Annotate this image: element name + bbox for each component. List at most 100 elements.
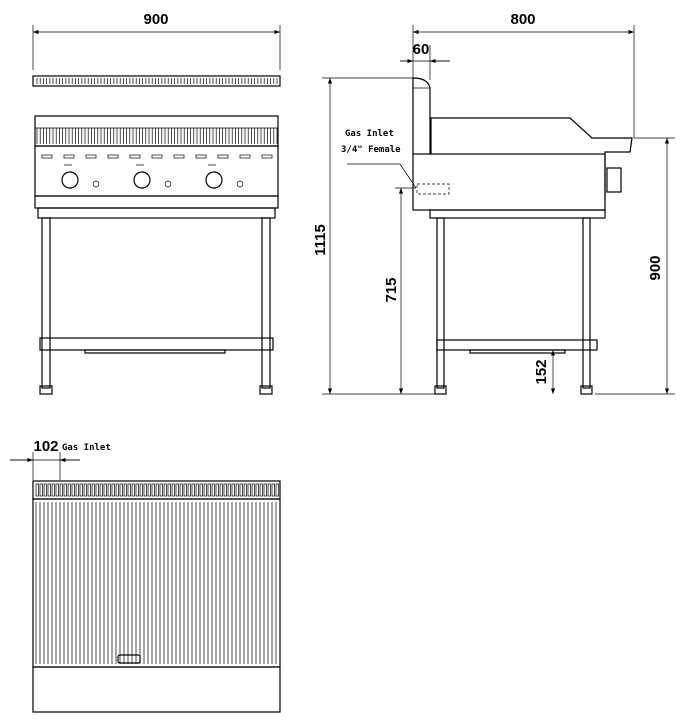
top-splash-vent xyxy=(111,483,115,497)
vent-slot xyxy=(195,154,207,159)
top-splash-vent xyxy=(239,483,243,497)
shelf-height-label: 152 xyxy=(533,359,550,384)
top-splash-vent xyxy=(223,483,227,497)
control-knob[interactable] xyxy=(61,171,79,189)
vent-slot xyxy=(85,154,97,159)
drip-tray-handle xyxy=(117,654,141,664)
vent-slot xyxy=(261,154,273,159)
top-splash-vent xyxy=(243,483,247,497)
work-height-label: 900 xyxy=(647,255,664,280)
depth-dimension-label: 800 xyxy=(510,11,535,28)
top-splash-vent xyxy=(199,483,203,497)
gas-inlet-pipe xyxy=(416,183,450,195)
top-splash-vent xyxy=(191,483,195,497)
gas-inlet-top-label: Gas Inlet xyxy=(62,443,111,453)
side-splashback xyxy=(412,77,431,154)
top-splash-vent xyxy=(147,483,151,497)
side-body xyxy=(412,153,606,211)
top-splash-vent xyxy=(115,483,119,497)
undershelf xyxy=(39,337,274,351)
top-splash-vent xyxy=(167,483,171,497)
top-splash-vent xyxy=(227,483,231,497)
top-front-panel xyxy=(32,666,281,713)
top-splash-vent xyxy=(59,483,63,497)
vent-slot xyxy=(217,154,229,159)
total-height-label: 1115 xyxy=(312,224,329,256)
vent-slot xyxy=(239,154,251,159)
vent-slot xyxy=(151,154,163,159)
top-splash-vent xyxy=(215,483,219,497)
front-leg-left xyxy=(41,217,51,389)
top-splash-vent xyxy=(187,483,191,497)
control-panel xyxy=(34,145,279,197)
top-splash-vent xyxy=(119,483,123,497)
top-splash-vent xyxy=(271,483,275,497)
control-knob[interactable] xyxy=(133,171,151,189)
top-splash-vent xyxy=(151,483,155,497)
top-splash-vent xyxy=(87,483,91,497)
top-splash-vent xyxy=(43,483,47,497)
vent-slot xyxy=(173,154,185,159)
front-leg-right xyxy=(261,217,271,389)
top-splash-vent xyxy=(103,483,107,497)
top-splash-vent xyxy=(207,483,211,497)
top-splash-vent xyxy=(179,483,183,497)
top-splash-vent xyxy=(83,483,87,497)
top-splash-vent xyxy=(155,483,159,497)
splash-depth-label: 60 xyxy=(413,41,430,58)
top-splash-vent xyxy=(247,483,251,497)
top-view: 102 Gas Inlet xyxy=(10,438,281,713)
top-splash-vent xyxy=(263,483,267,497)
splashback xyxy=(32,75,281,87)
top-splash-vent xyxy=(211,483,215,497)
top-splash-vent xyxy=(63,483,67,497)
top-splash-vent xyxy=(255,483,259,497)
gas-inlet-note-line2: 3/4" Female xyxy=(341,145,401,155)
gas-inlet-note-line1: Gas Inlet xyxy=(345,129,394,139)
side-leg-back xyxy=(582,217,591,389)
front-view: 900 xyxy=(32,11,281,395)
top-splash-vent xyxy=(131,483,135,497)
top-splash-vent xyxy=(99,483,103,497)
top-splash-vent xyxy=(67,483,71,497)
top-splash-vent xyxy=(275,483,279,497)
top-splash-vent xyxy=(35,483,39,497)
top-splash-vent xyxy=(259,483,263,497)
top-splash-vent xyxy=(71,483,75,497)
top-splash-vent xyxy=(267,483,271,497)
top-splash-vent xyxy=(51,483,55,497)
top-splash-vent xyxy=(171,483,175,497)
vent-slot xyxy=(107,154,119,159)
top-splash-vent xyxy=(203,483,207,497)
side-leg-front xyxy=(436,217,445,389)
top-splash-vent xyxy=(183,483,187,497)
top-splash-vent xyxy=(39,483,43,497)
top-splash-vent xyxy=(143,483,147,497)
top-splash-vent xyxy=(91,483,95,497)
width-dimension-label: 900 xyxy=(143,11,168,28)
top-splash-vent xyxy=(127,483,131,497)
top-splash-vent xyxy=(75,483,79,497)
side-grill-top xyxy=(430,117,633,200)
drip-tray xyxy=(34,195,279,209)
top-splash-vent xyxy=(107,483,111,497)
vent-slot xyxy=(41,154,53,159)
side-view: 800 60 Gas Inlet 3/4" Female 1115 715 90… xyxy=(312,11,675,395)
inlet-height-label: 715 xyxy=(383,277,400,302)
top-splash-vent xyxy=(47,483,51,497)
top-splash-vent xyxy=(135,483,139,497)
ignition-button[interactable] xyxy=(164,180,172,188)
control-knob[interactable] xyxy=(205,171,223,189)
ignition-button[interactable] xyxy=(236,180,244,188)
ignition-button[interactable] xyxy=(92,180,100,188)
top-splash-vent xyxy=(139,483,143,497)
top-splash-vent xyxy=(159,483,163,497)
top-splash-vent xyxy=(175,483,179,497)
vent-slot xyxy=(129,154,141,159)
top-splash-vent xyxy=(163,483,167,497)
vent-slot xyxy=(63,154,75,159)
top-splash-vent xyxy=(55,483,59,497)
inlet-offset-label: 102 xyxy=(33,438,58,455)
top-splash-vent xyxy=(219,483,223,497)
